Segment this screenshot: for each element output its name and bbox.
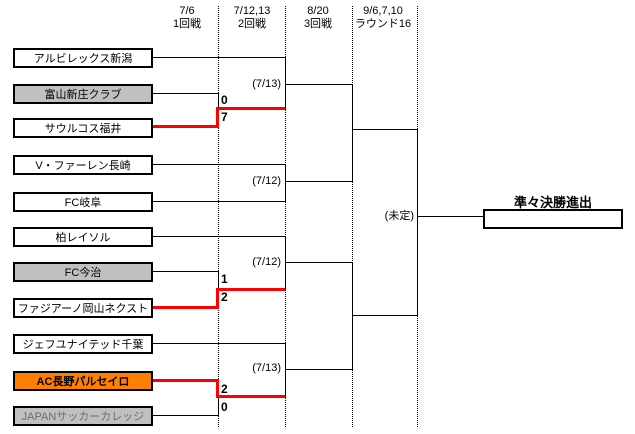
bracket-line-imabari bbox=[153, 271, 219, 272]
bracket-join-r2-match-d bbox=[285, 343, 286, 398]
header-round-3: 8/20 3回戦 bbox=[273, 5, 363, 31]
team-box-japan-soccer-college: JAPANサッカーカレッジ bbox=[13, 406, 153, 426]
bracket-line-chiba bbox=[153, 343, 286, 344]
bracket-line-kashiwa bbox=[153, 236, 286, 237]
team-box-fc-gifu: FC岐阜 bbox=[13, 192, 153, 212]
round-3-label: 3回戦 bbox=[303, 18, 333, 30]
column-separator bbox=[352, 6, 353, 427]
final-winner-box bbox=[483, 209, 623, 229]
winner-line-fagiano-join bbox=[216, 288, 219, 309]
round-16-label: ラウンド16 bbox=[354, 18, 412, 30]
round-2-date: 7/12,13 bbox=[233, 5, 271, 17]
score-saurcos: 7 bbox=[221, 110, 228, 124]
team-box-fagiano-okayama-next: ファジアーノ岡山ネクスト bbox=[13, 298, 153, 318]
bracket-line-niigata bbox=[153, 57, 286, 58]
score-japan-sc: 0 bbox=[221, 400, 228, 414]
bracket-out-r2-match-b bbox=[285, 181, 353, 182]
bracket-out-r3-bottom bbox=[352, 315, 417, 316]
match-date-label-c: (7/12) bbox=[252, 256, 281, 268]
winner-line-fagiano-stub bbox=[153, 306, 219, 309]
bracket-out-r2-match-d bbox=[285, 369, 353, 370]
bracket-line-gifu bbox=[153, 201, 286, 202]
column-separator bbox=[285, 6, 286, 427]
score-toyama: 0 bbox=[221, 93, 228, 107]
bracket-line-japan-sc bbox=[153, 415, 219, 416]
bracket-line-nagasaki bbox=[153, 164, 286, 165]
column-separator bbox=[218, 6, 219, 427]
match-date-label-a: (7/13) bbox=[252, 78, 281, 90]
header-round-1: 7/6 1回戦 bbox=[142, 5, 232, 31]
round-2-label: 2回戦 bbox=[237, 18, 267, 30]
round16-status-label: (未定) bbox=[384, 210, 414, 222]
bracket-line-toyama bbox=[153, 93, 219, 94]
winner-line-nagano-stub bbox=[153, 379, 219, 382]
team-box-ac-nagano-parceiro: AC長野パルセイロ bbox=[13, 371, 153, 391]
bracket-join-r2-match-c bbox=[285, 236, 286, 291]
bracket-out-r2-match-c bbox=[285, 262, 353, 263]
bracket-join-r3-bottom bbox=[352, 262, 353, 370]
bracket-join-match2-top bbox=[218, 271, 219, 289]
round-1-date: 7/6 bbox=[179, 5, 195, 17]
header-round-2: 7/12,13 2回戦 bbox=[207, 5, 297, 31]
header-round-16: 9/6,7,10 ラウンド16 bbox=[338, 5, 428, 31]
bracket-join-r2-match-a bbox=[285, 57, 286, 110]
team-box-kashiwa-reysol: 柏レイソル bbox=[13, 227, 153, 247]
bracket-join-round16 bbox=[417, 129, 418, 316]
winner-line-nagano-out bbox=[216, 395, 286, 398]
match-date-label-d: (7/13) bbox=[252, 362, 281, 374]
winner-line-saurcos-stub bbox=[153, 125, 219, 128]
score-fagiano: 2 bbox=[221, 290, 228, 304]
team-box-albirex-niigata: アルビレックス新潟 bbox=[13, 48, 153, 68]
score-nagano: 2 bbox=[221, 382, 228, 396]
final-title: 準々決勝進出 bbox=[513, 195, 592, 210]
winner-line-nagano-join bbox=[216, 379, 219, 398]
bracket-join-r3-top bbox=[352, 84, 353, 182]
round-3-date: 8/20 bbox=[307, 5, 329, 17]
bracket-join-match1-top bbox=[218, 93, 219, 108]
bracket-out-r3-top bbox=[352, 129, 417, 130]
round-16-date: 9/6,7,10 bbox=[363, 5, 403, 17]
team-box-fc-imabari: FC今治 bbox=[13, 262, 153, 282]
team-box-v-varen-nagasaki: V・ファーレン長崎 bbox=[13, 155, 153, 175]
team-box-jef-united-chiba: ジェフユナイテッド千葉 bbox=[13, 334, 153, 354]
score-imabari: 1 bbox=[221, 272, 228, 286]
bracket-join-match3-bottom bbox=[218, 397, 219, 416]
match-date-label-b: (7/12) bbox=[252, 175, 281, 187]
bracket-out-r2-match-a bbox=[285, 84, 353, 85]
winner-line-fagiano-out bbox=[216, 288, 286, 291]
team-box-saurcos-fukui: サウルコス福井 bbox=[13, 118, 153, 138]
winner-line-saurcos-out bbox=[216, 107, 286, 110]
round-1-label: 1回戦 bbox=[172, 18, 202, 30]
winner-line-saurcos-join bbox=[216, 107, 219, 128]
team-box-toyama-shinjo: 富山新庄クラブ bbox=[13, 84, 153, 104]
bracket-join-r2-match-b bbox=[285, 164, 286, 202]
bracket-out-round16 bbox=[417, 216, 483, 217]
